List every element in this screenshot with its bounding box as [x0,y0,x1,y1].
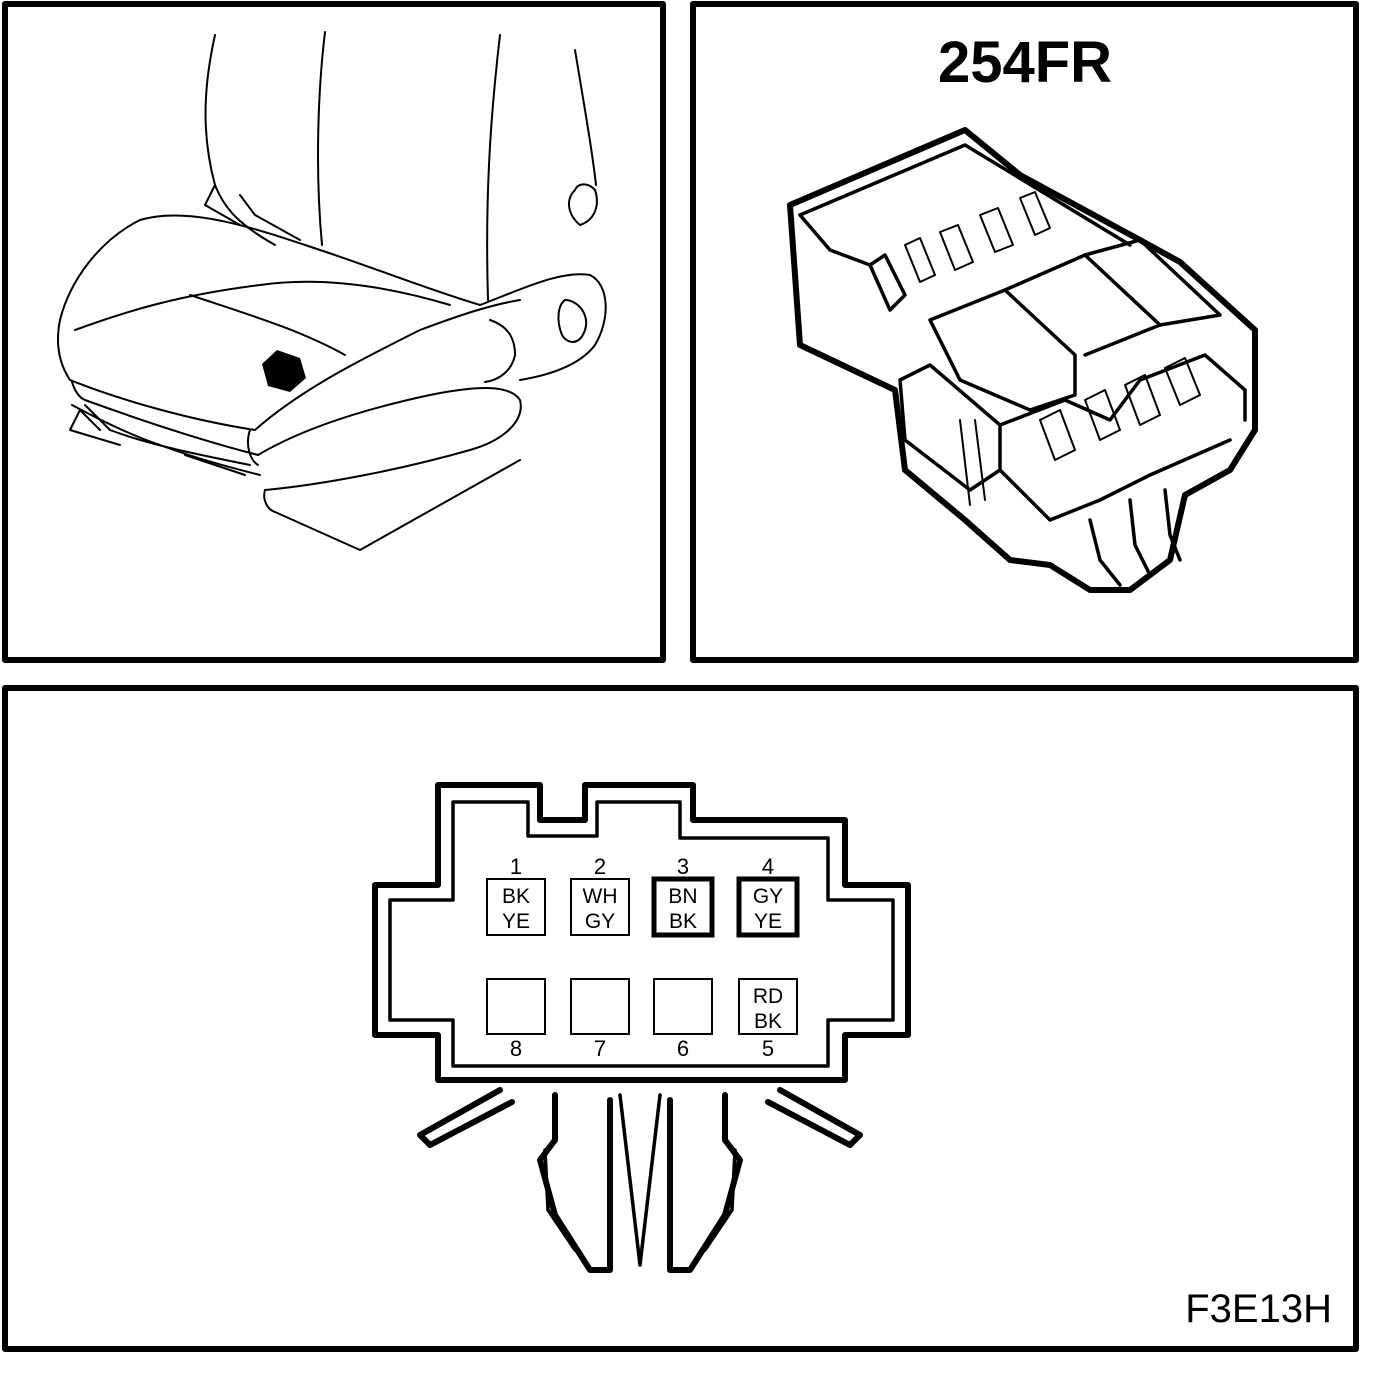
seat-illustration [57,31,607,551]
connector-title: 254FR [938,30,1112,95]
pin-wire-color-1: BK [502,885,530,908]
pin-wire-color-1: WH [583,885,618,908]
panel-pinout [2,685,1359,1352]
connector-face-outline [372,782,911,1273]
pin-box [653,978,713,1035]
pin-wire-color-2: BK [754,1010,782,1033]
panel-seat [2,1,666,663]
pin-number: 5 [762,1036,774,1061]
pin-box [570,978,630,1035]
pin-number: 8 [510,1036,522,1061]
pin-cell: 8 [486,978,546,1061]
pin-number: 2 [594,854,606,879]
pin-cell: 7 [570,978,630,1061]
pin-number: 6 [677,1036,689,1061]
pin-cell: 6 [653,978,713,1061]
pin-box [570,878,630,936]
figure-code: F3E13H [1185,1287,1332,1331]
panel-connector-3d [690,1,1359,663]
pin-box [486,878,546,936]
pin-number: 4 [762,854,774,879]
pin-box [651,876,715,938]
pin-number: 1 [510,854,522,879]
pin-wire-color-2: BK [669,910,697,933]
pin-wire-color-1: GY [753,885,783,908]
pin-wire-color-2: GY [585,910,615,933]
connector-3d-illustration [787,127,1258,593]
pin-wire-color-1: BN [668,885,697,908]
pin-wire-color-2: YE [502,910,530,933]
pin-number: 7 [594,1036,606,1061]
pin-wire-color-1: RD [753,985,783,1008]
pin-box [738,978,798,1035]
pin-box [486,978,546,1035]
pin-wire-color-2: YE [754,910,782,933]
switch-hexagon-icon [262,350,306,392]
pin-number: 3 [677,854,689,879]
pin-box [736,876,800,938]
